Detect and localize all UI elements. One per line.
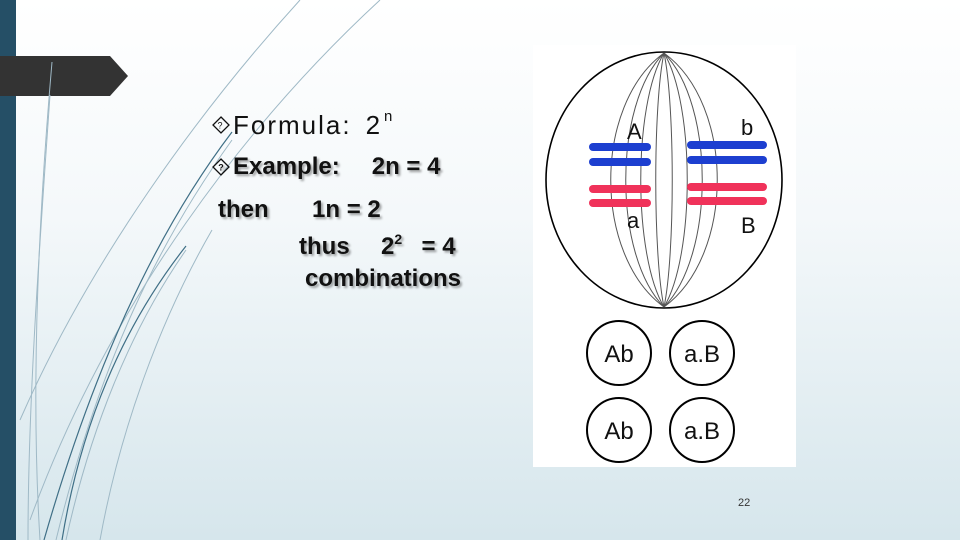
then-expression: 1n = 2: [312, 196, 381, 223]
allele-label-a: a: [627, 208, 640, 233]
formula-base: 2: [365, 110, 383, 140]
formula-label: Formula:: [233, 110, 352, 140]
page-number: 22: [738, 497, 751, 509]
thus-base: 2: [381, 233, 395, 260]
then-line: then 1n = 2: [218, 196, 381, 224]
allele-label-B: B: [741, 213, 756, 238]
combinations-text: combinations: [305, 265, 462, 292]
gamete-label: Ab: [604, 341, 633, 368]
gamete-label: a.B: [684, 341, 720, 368]
diamond-question-icon: ?: [212, 158, 230, 176]
gamete-circle: [586, 320, 652, 386]
spindle-fibres: [610, 52, 718, 308]
allele-label-A: A: [627, 119, 642, 144]
diamond-question-icon: ?: [212, 116, 230, 134]
gamete-label: a.B: [684, 418, 720, 445]
gamete-circle: [669, 397, 735, 463]
gamete-label: Ab: [604, 418, 633, 445]
blue-chromosomes: [589, 141, 767, 166]
red-chromosomes: [589, 183, 767, 207]
allele-label-b: b: [741, 115, 753, 140]
cell-outline: [545, 51, 783, 309]
example-line: ? Example: 2n = 4: [212, 153, 440, 181]
gamete-circle: [669, 320, 735, 386]
meiosis-figure: A b a B Ab a.B Ab a.B: [533, 45, 796, 467]
thus-result: = 4: [421, 233, 456, 260]
left-accent-bar: [0, 0, 16, 540]
meiosis-diagram: A b a B Ab a.B Ab a.B: [545, 51, 783, 463]
svg-text:?: ?: [217, 121, 224, 131]
svg-text:?: ?: [218, 163, 224, 173]
example-label: Example:: [233, 153, 340, 180]
thus-label: thus: [299, 233, 350, 260]
title-tab-shape: [0, 56, 128, 96]
then-label: then: [218, 196, 269, 223]
thus-line: thus 22 = 4: [299, 231, 456, 261]
example-expression: 2n = 4: [371, 153, 441, 180]
thus-exponent: 2: [394, 231, 403, 247]
gamete-circle: [586, 397, 652, 463]
formula-exponent: n: [384, 108, 395, 125]
